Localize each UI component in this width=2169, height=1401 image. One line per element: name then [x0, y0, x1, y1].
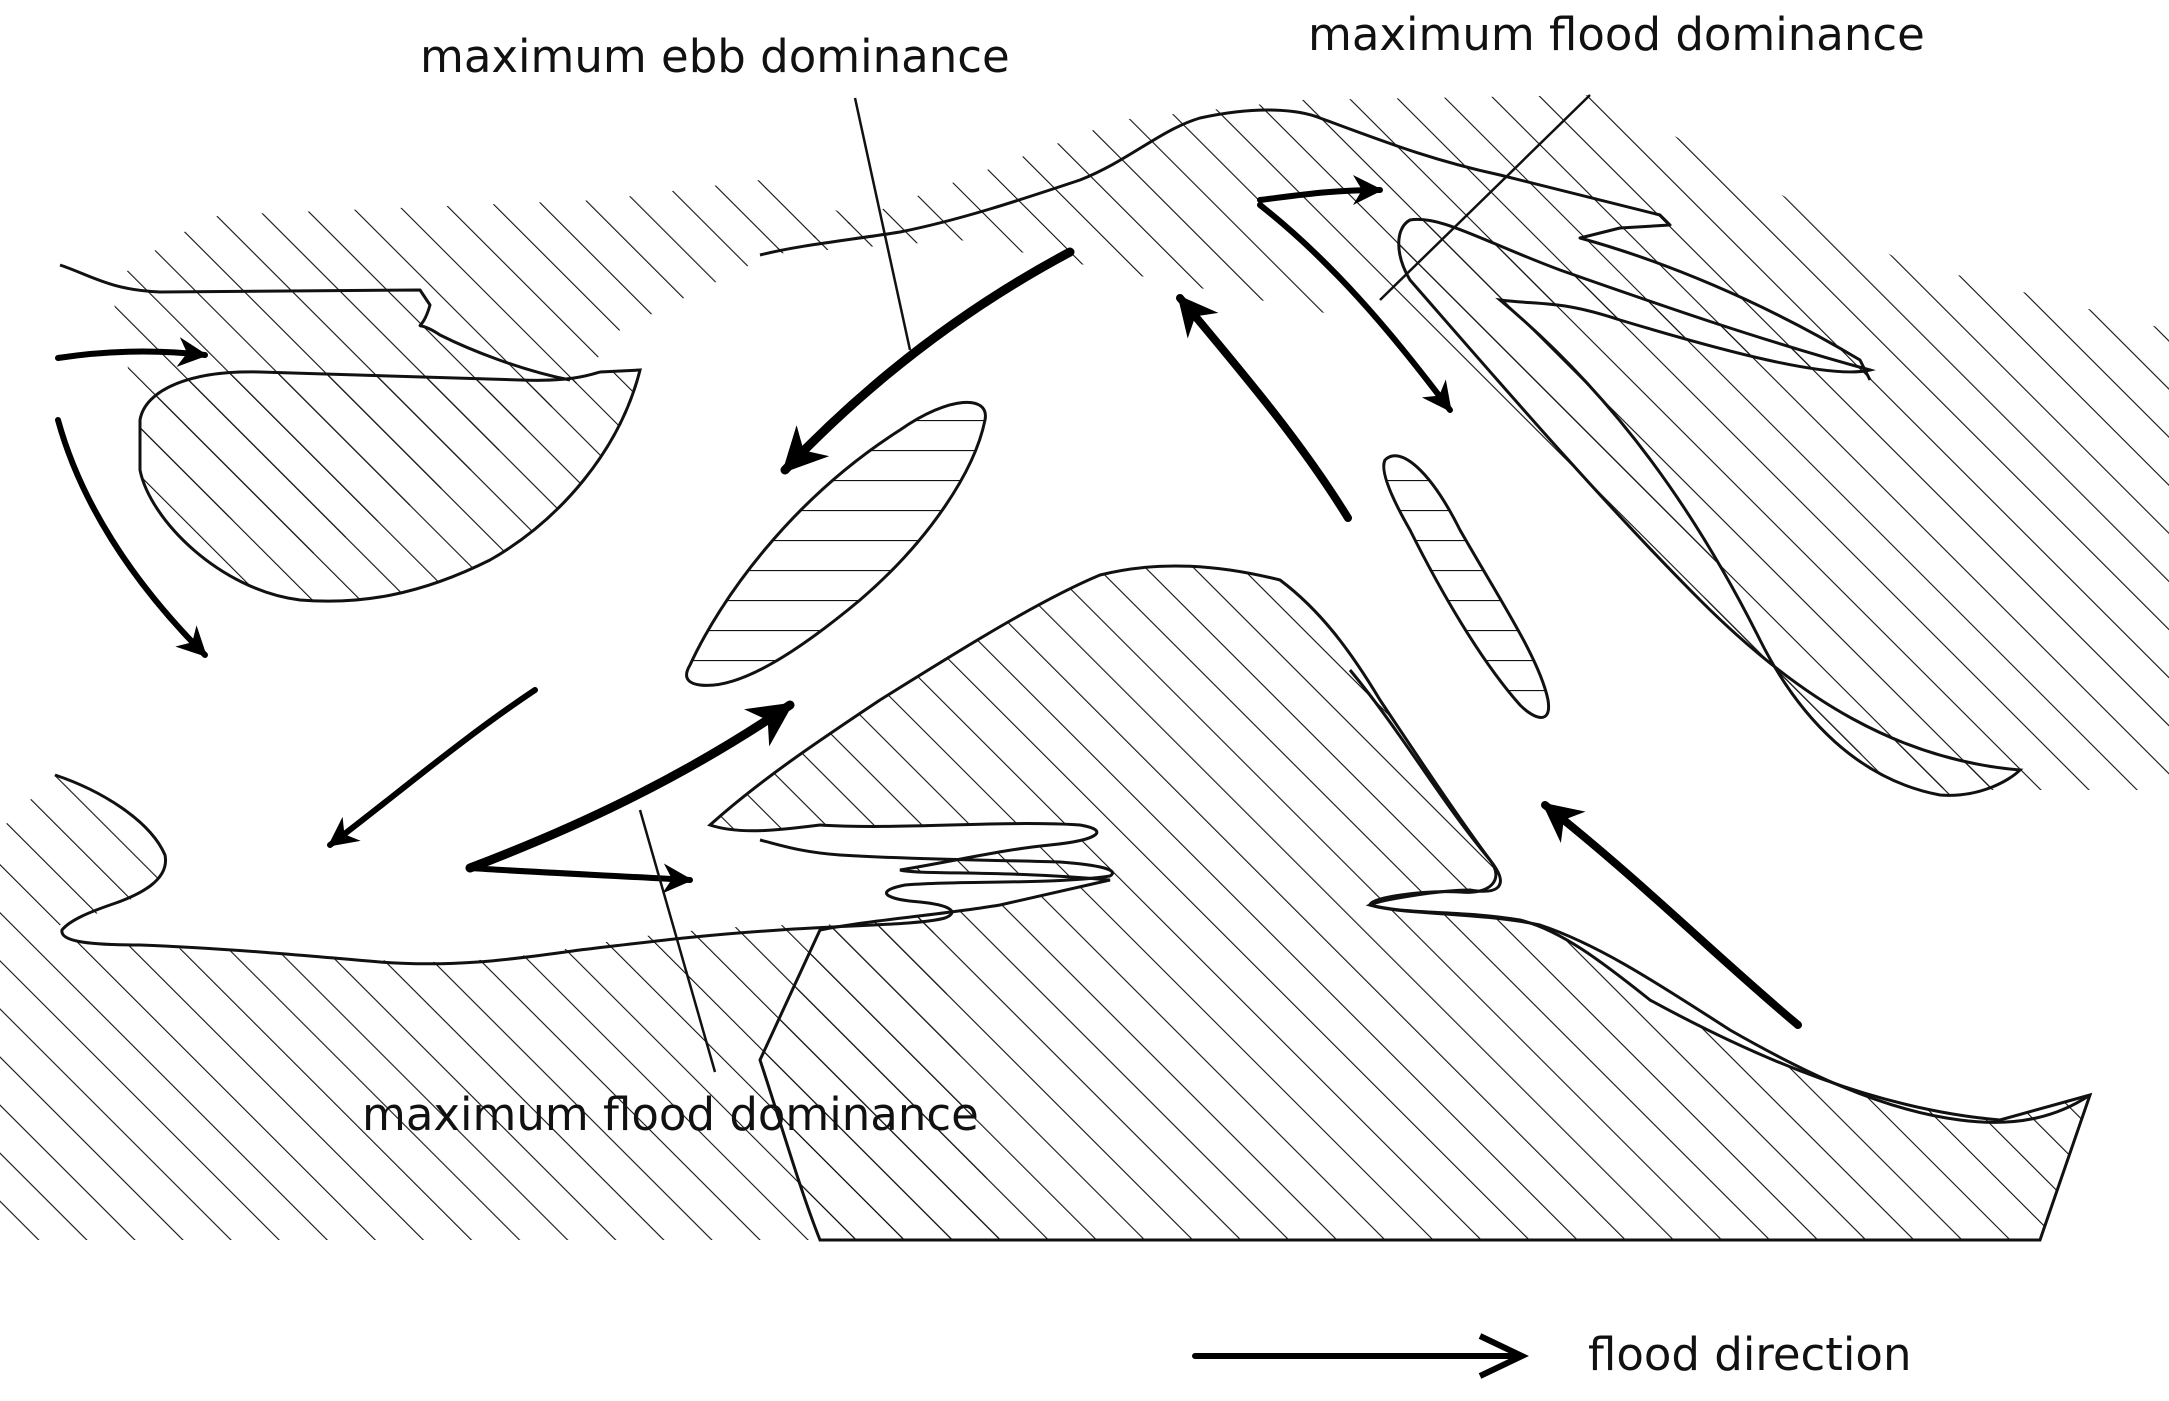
- label-max-flood-dominance-top: maximum flood dominance: [1308, 8, 1925, 61]
- flood-arrow-left-curve: [55, 417, 208, 658]
- flood-arrow-center-up: [1176, 294, 1352, 522]
- upper-bank: [759, 95, 2169, 790]
- leader-flood-top: [1379, 94, 1591, 301]
- leader-lines: [638, 94, 1591, 1073]
- flood-arrow-right-down: [1257, 202, 1453, 413]
- flood-arrow-right-up: [1541, 801, 1802, 1029]
- leader-ebb-top: [853, 97, 912, 351]
- ebb-arrow-lower-left: [327, 687, 538, 848]
- flood-arrow-top-right: [1257, 175, 1383, 206]
- flood-arrow-lower-branch: [467, 863, 693, 894]
- legend-label-flood-direction: flood direction: [1588, 1328, 1911, 1381]
- lower-left-bank: [0, 669, 2091, 1240]
- legend-arrow-head: [1478, 1333, 1529, 1379]
- flood-arrow-lower-main: [465, 700, 795, 873]
- central-island: [707, 564, 2093, 1242]
- ebb-arrow-upper-main: [780, 247, 1075, 475]
- flood-arrow-left-inlet: [55, 337, 208, 367]
- left-island: [138, 368, 642, 603]
- right-island: [1397, 217, 2024, 797]
- label-max-flood-dominance-bottom: maximum flood dominance: [362, 1088, 979, 1141]
- legend: flood direction: [1192, 1328, 1911, 1381]
- label-max-ebb-dominance: maximum ebb dominance: [420, 30, 1010, 83]
- leader-flood-bottom: [638, 809, 717, 1073]
- mid-channel-bar-right: [1382, 454, 1551, 719]
- flow-arrows: [55, 175, 1802, 1029]
- mid-channel-bar-left: [685, 400, 987, 687]
